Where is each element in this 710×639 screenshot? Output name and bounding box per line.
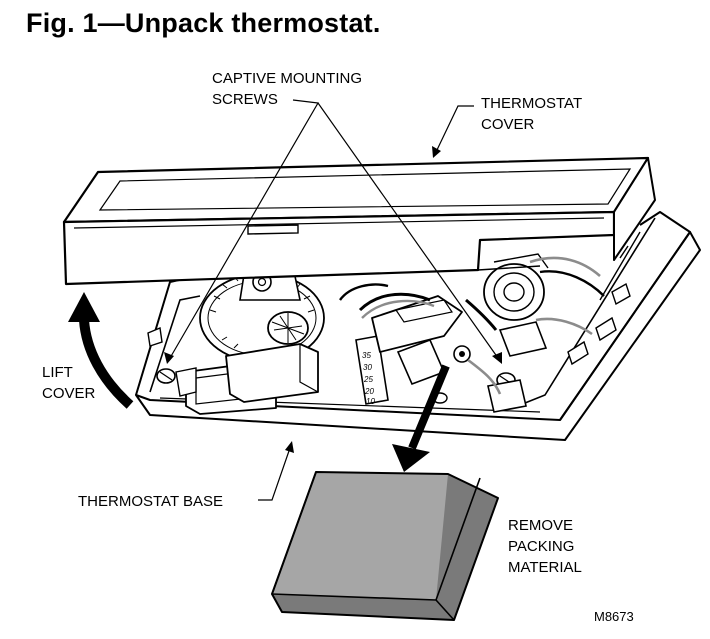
remove-packing-arrow xyxy=(392,364,450,472)
figure-title: Fig. 1—Unpack thermostat. xyxy=(26,8,381,38)
scale-mark: 35 xyxy=(362,351,371,360)
internal-wiring xyxy=(339,256,605,395)
thermostat-cover xyxy=(62,156,656,286)
scale-mark: 10 xyxy=(366,397,375,406)
label-lift-cover-line2: COVER xyxy=(42,385,96,402)
label-remove-packing-line2: PACKING xyxy=(508,538,574,555)
label-thermostat-cover-line1: THERMOSTAT xyxy=(481,95,582,112)
label-thermostat-base: THERMOSTAT BASE xyxy=(78,493,223,510)
label-remove-packing-line3: MATERIAL xyxy=(508,559,582,576)
thermostat-mechanism xyxy=(156,253,549,415)
leader-lines xyxy=(169,99,499,501)
label-lift-cover-line1: LIFT xyxy=(42,364,73,381)
packing-material-box xyxy=(271,471,499,621)
anticipator-scale: 35 30 25 20 10 xyxy=(362,351,375,406)
label-captive-screws-line1: CAPTIVE MOUNTING xyxy=(212,70,362,87)
label-remove-packing-line1: REMOVE xyxy=(508,517,573,534)
scale-mark: 30 xyxy=(363,363,372,372)
lift-cover-arrow xyxy=(68,292,134,409)
leader-arrowheads xyxy=(164,146,502,453)
figure-code: M8673 xyxy=(594,609,634,624)
scale-mark: 20 xyxy=(364,387,374,396)
label-thermostat-cover-line2: COVER xyxy=(481,116,535,133)
label-captive-screws-line2: SCREWS xyxy=(212,91,278,108)
scale-mark: 25 xyxy=(363,375,373,384)
callout-labels: CAPTIVE MOUNTING SCREWS THERMOSTAT COVER… xyxy=(42,70,634,624)
